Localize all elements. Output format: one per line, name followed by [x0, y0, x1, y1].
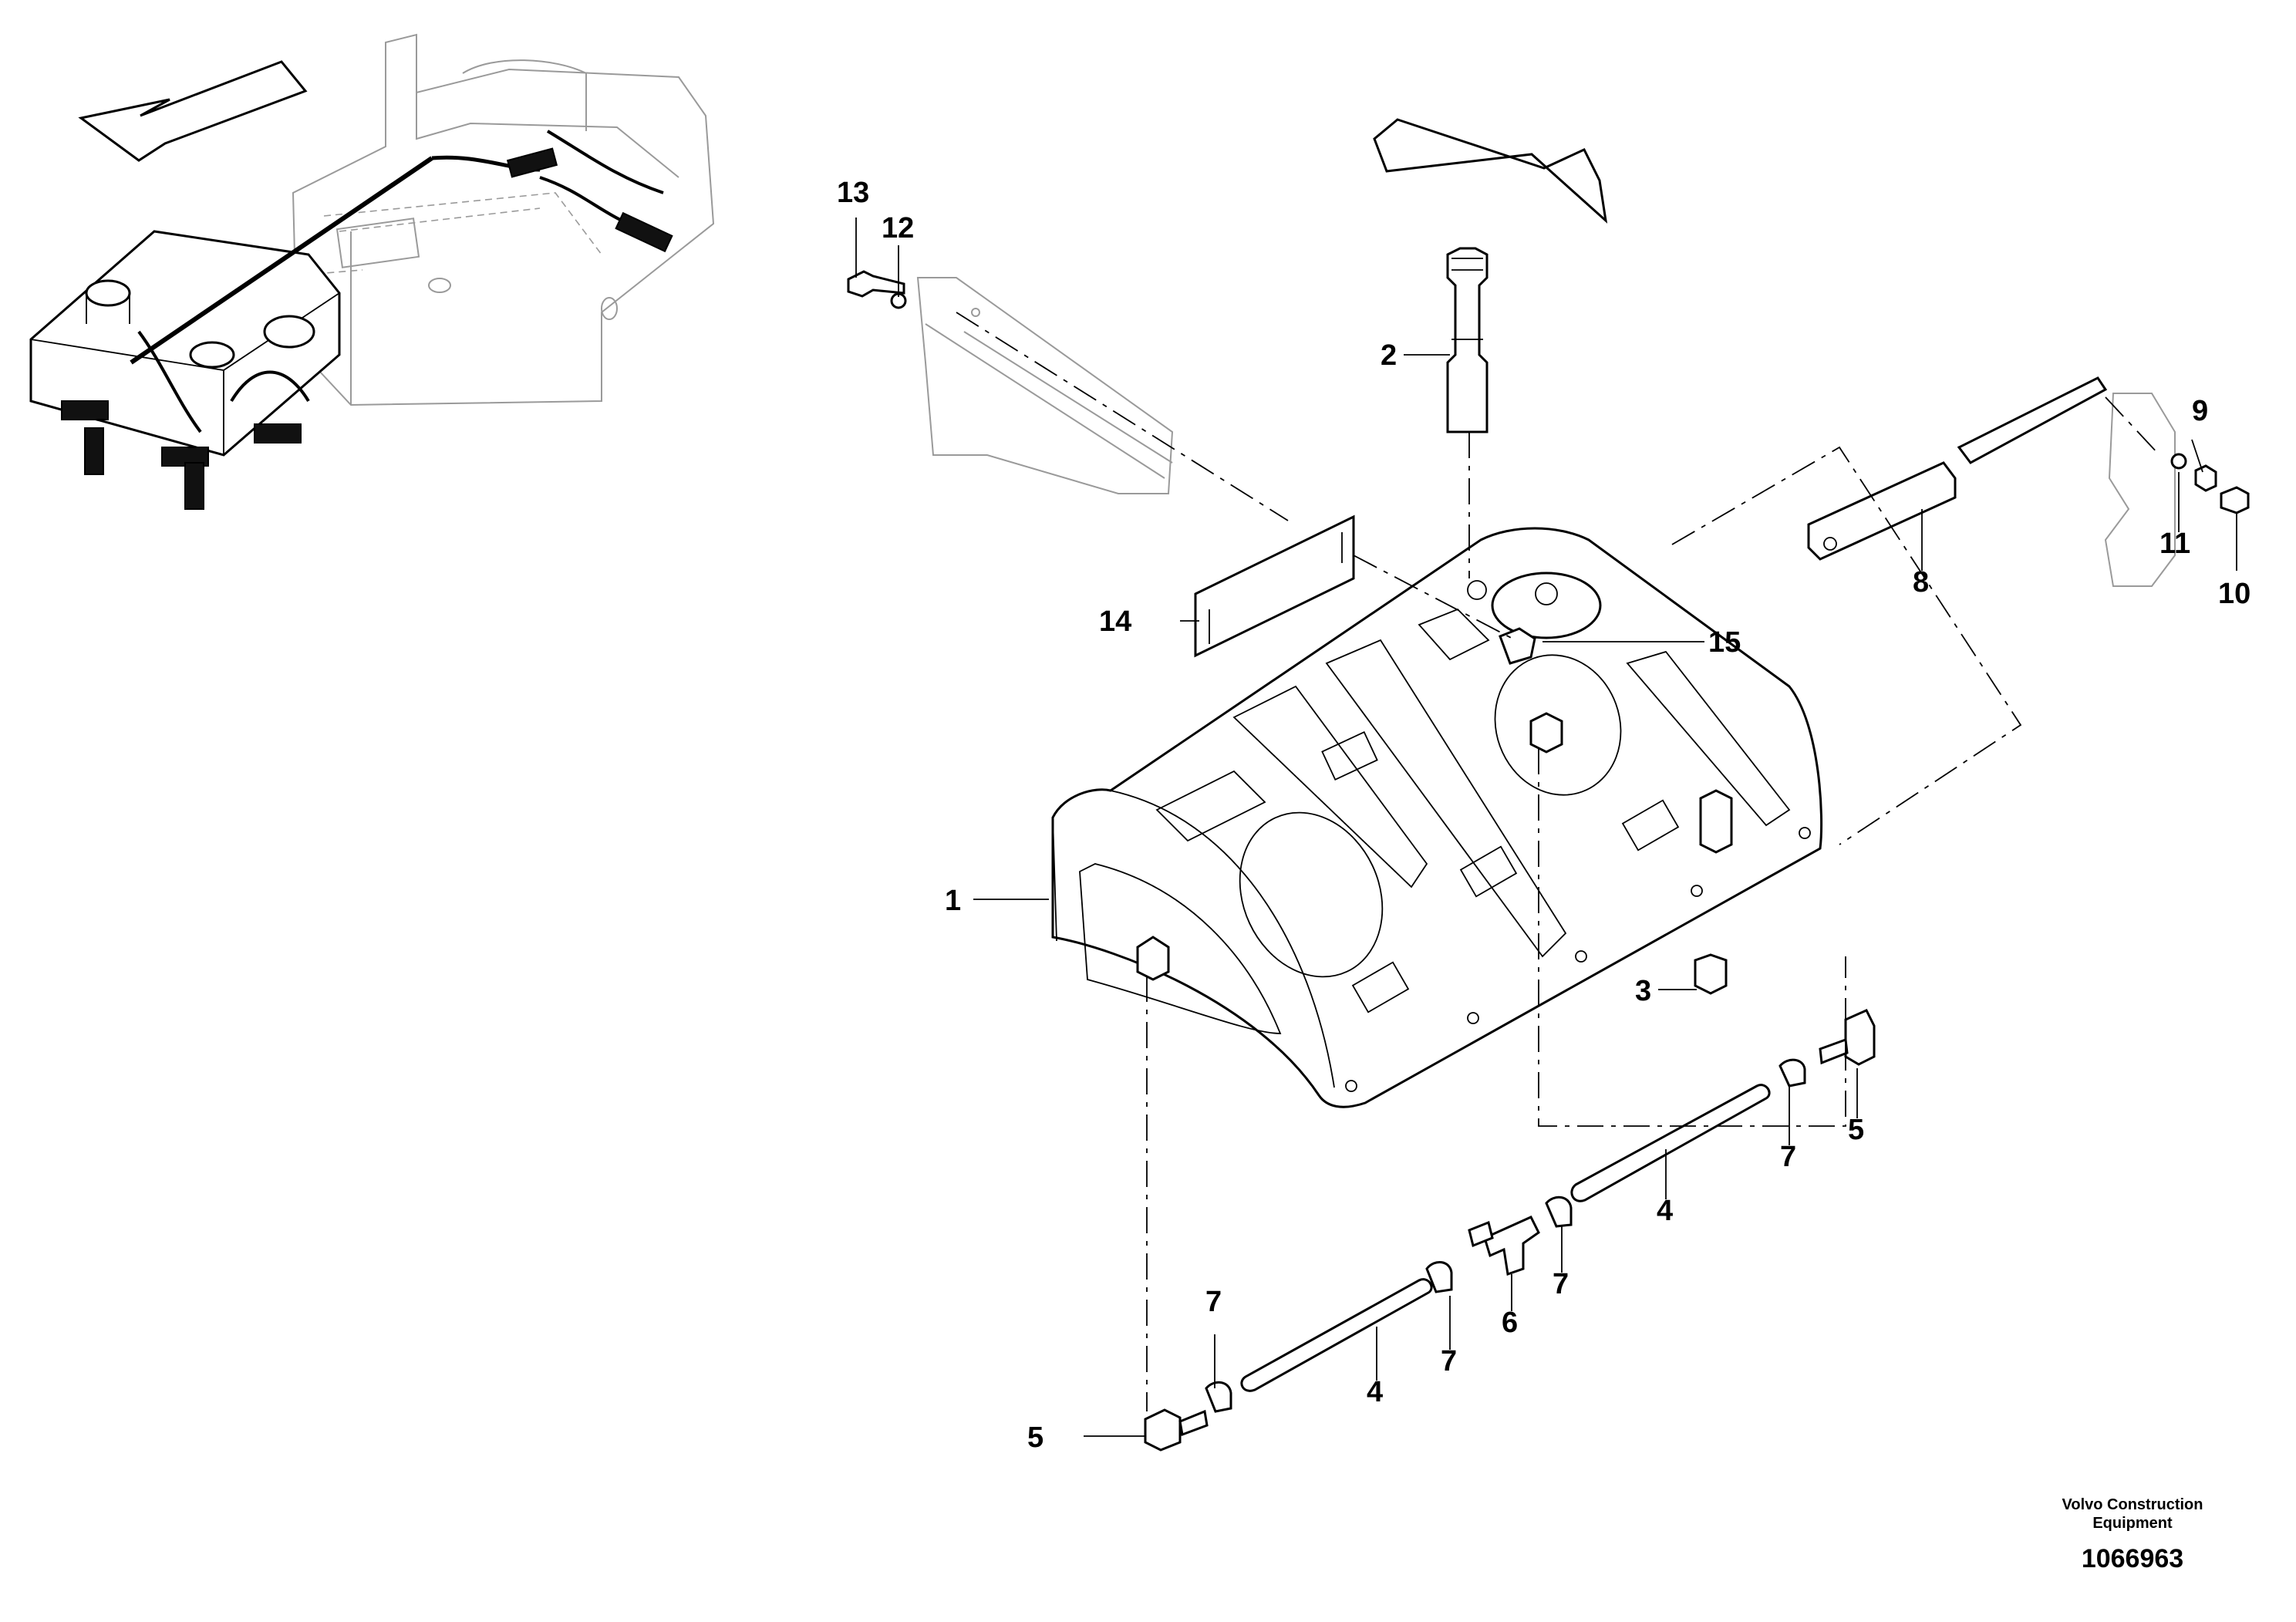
callout-13: 13	[837, 177, 869, 209]
callout-15: 15	[1708, 626, 1741, 659]
direction-arrow-icon	[1373, 118, 1608, 224]
alignment-lines	[956, 312, 2160, 1411]
filler-neck-part	[1446, 247, 1489, 433]
nut-part	[2194, 464, 2217, 492]
footer: Volvo Construction Equipment 1066963	[2062, 1496, 2203, 1573]
callout-10: 10	[2218, 578, 2250, 610]
callout-11: 11	[2159, 528, 2190, 560]
callout-5-left: 5	[1027, 1421, 1043, 1454]
washer-part	[2170, 453, 2187, 470]
hose-assembly	[1144, 1009, 1876, 1452]
callout-14: 14	[1099, 605, 1131, 638]
callout-12: 12	[882, 212, 914, 244]
main-exploded-view	[916, 118, 2176, 1108]
leader-lines	[855, 218, 2237, 1437]
direction-arrow-icon	[78, 60, 308, 162]
brand-name-line1: Volvo Construction	[2062, 1496, 2203, 1513]
callout-7-mid: 7	[1553, 1268, 1569, 1300]
document-number: 1066963	[2082, 1544, 2183, 1573]
callout-8: 8	[1913, 566, 1929, 599]
callout-7-lowmid: 7	[1441, 1345, 1457, 1378]
callout-4-lower: 4	[1367, 1376, 1383, 1408]
callout-6: 6	[1502, 1307, 1518, 1339]
callout-3: 3	[1635, 975, 1651, 1007]
callout-5-right: 5	[1848, 1114, 1864, 1146]
rail-part	[1807, 461, 1957, 561]
drain-plug-part	[1694, 953, 1728, 995]
bolt-part	[2220, 486, 2250, 514]
callout-1: 1	[945, 885, 961, 917]
overview-machine-illustration	[29, 33, 715, 510]
callout-2: 2	[1381, 339, 1397, 372]
bolt-part	[847, 270, 905, 298]
callout-4-upper: 4	[1657, 1195, 1673, 1227]
callout-9: 9	[2192, 395, 2208, 427]
plate-part	[1194, 514, 1355, 658]
callout-7-left: 7	[1205, 1286, 1222, 1318]
callout-7-right: 7	[1780, 1141, 1796, 1173]
brand-name-line2: Equipment	[2092, 1515, 2173, 1532]
callout-labels: 1 2 3 4 4 5 5 6 7 7 7 7 8 9 10 11 12 13 …	[837, 177, 2250, 1454]
